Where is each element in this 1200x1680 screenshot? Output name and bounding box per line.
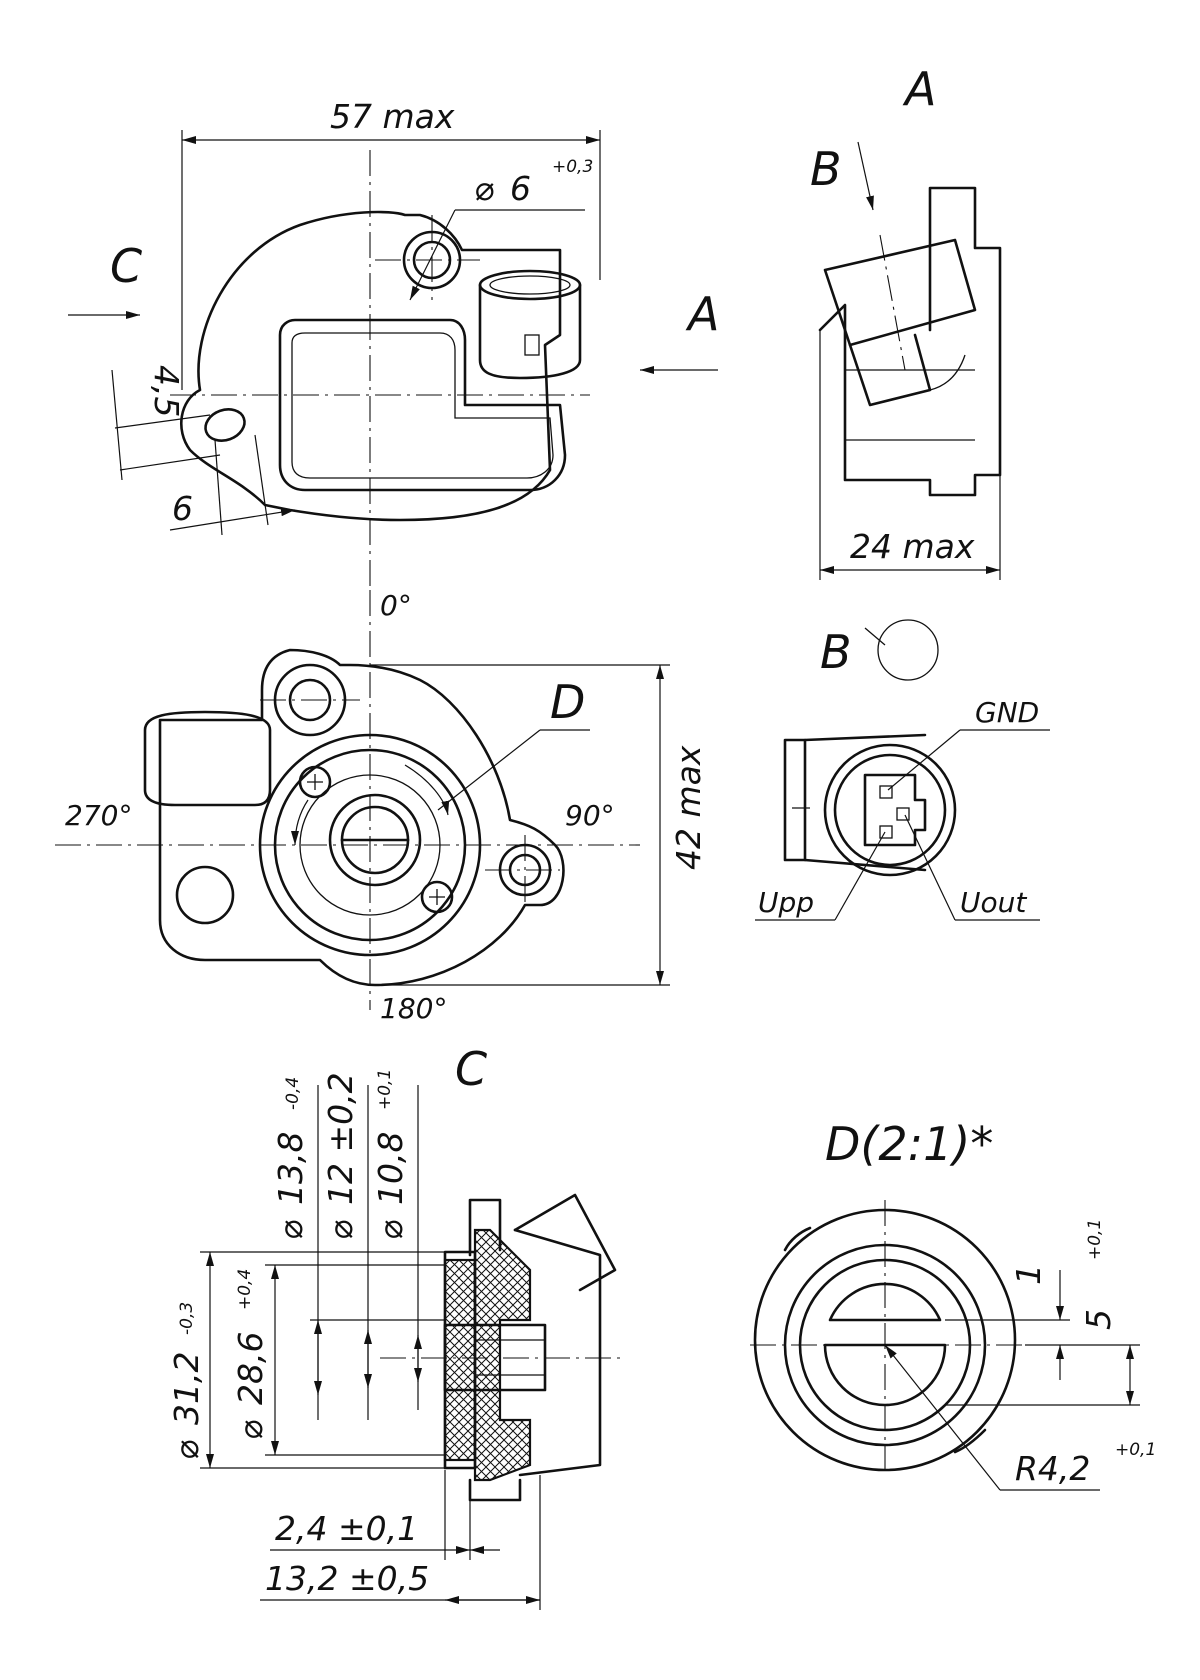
angle-270: 270° xyxy=(65,799,132,832)
detail-shaft-upper xyxy=(828,1282,942,1322)
dim-r4-2-tol: +0,1 xyxy=(1115,1440,1156,1460)
dim-d28-6: 28,6 xyxy=(231,1332,270,1405)
dim-d10-8-tol: +0,1 xyxy=(375,1069,395,1110)
front-connector-stub xyxy=(143,710,272,807)
top-body-outline xyxy=(180,210,562,522)
view-b-flange xyxy=(783,738,807,862)
dim-d28-6-symbol: ⌀ xyxy=(231,1420,270,1440)
front-body-outline xyxy=(158,648,565,987)
dim-diameter-symbol-6: ⌀ xyxy=(474,169,494,208)
dim-d10-8: 10,8 xyxy=(371,1132,410,1205)
dim-d12: 12 ±0,2 xyxy=(321,1072,360,1205)
connector-ring-top xyxy=(478,269,582,301)
connector-ring-inner xyxy=(489,275,571,295)
view-a-title: A xyxy=(902,62,936,116)
front-view: D 0° 90° 180° 270° 42 max xyxy=(55,589,708,1025)
dim-57-max: 57 max xyxy=(330,97,455,136)
detail-d: D(2:1)* 1 5 +0,1 R4,2 +0,1 xyxy=(750,1117,1156,1491)
view-b-connector-inner xyxy=(833,753,947,867)
dim-24-max: 24 max xyxy=(850,527,975,566)
dim-d31-2: 31,2 xyxy=(167,1352,206,1425)
section-c: C ⌀ 13,8 -0,4 ⌀ 12 ±0,2 ⌀ 10,8 +0,1 ⌀ xyxy=(167,1042,620,1610)
dim-slot-6: 6 xyxy=(172,489,193,528)
view-a-label-b: B xyxy=(810,142,842,196)
angle-0: 0° xyxy=(380,589,412,622)
section-hatch-flange xyxy=(443,1258,477,1462)
dim-detail-1: 1 xyxy=(1009,1264,1048,1285)
pin-label-uout: Uout xyxy=(960,886,1027,919)
top-view: 57 max ⌀ 6 +0,3 4,5 6 C A xyxy=(68,97,719,590)
dim-r4-2: R4,2 xyxy=(1015,1449,1090,1488)
dim-hole-6-tol: +0,3 xyxy=(552,157,593,177)
section-outer-body xyxy=(513,1228,602,1477)
view-label-a: A xyxy=(685,287,719,341)
dim-d13-8-tol: -0,4 xyxy=(283,1077,303,1110)
connector-latch xyxy=(524,334,540,356)
side-connector-neck xyxy=(848,333,932,407)
detail-label-d: D xyxy=(550,675,585,729)
dim-hole-6: 6 xyxy=(510,169,531,208)
dim-d31-2-tol: -0,3 xyxy=(177,1302,197,1335)
side-view-a: A B 24 max xyxy=(810,62,1002,580)
view-b: B GND Upp Uout xyxy=(755,619,1050,921)
pin-label-upp: Upp xyxy=(758,886,814,919)
section-connector xyxy=(513,1193,617,1292)
view-b-body xyxy=(803,733,927,872)
mount-slot xyxy=(204,408,246,442)
section-top-tab xyxy=(468,1198,502,1257)
pin-label-gnd: GND xyxy=(975,696,1039,729)
rotated-view-icon xyxy=(877,619,939,681)
screw-icon-upper xyxy=(298,765,332,799)
dim-42-max: 42 max xyxy=(669,745,708,870)
angle-180: 180° xyxy=(380,992,447,1025)
dim-detail-5-tol: +0,1 xyxy=(1085,1219,1105,1260)
section-c-title: C xyxy=(455,1042,487,1096)
detail-d-title: D(2:1)* xyxy=(825,1117,993,1171)
pin-upp xyxy=(879,825,893,839)
front-shaft-outer xyxy=(328,793,422,887)
dim-slot-4-5: 4,5 xyxy=(147,365,186,417)
angle-90: 90° xyxy=(565,799,615,832)
front-mount-hole-left xyxy=(175,865,235,925)
side-body-outline xyxy=(818,186,1002,497)
pin-gnd xyxy=(879,785,893,799)
detail-shaft-lower xyxy=(823,1343,947,1407)
dim-detail-5: 5 xyxy=(1079,1309,1118,1330)
dim-d12-symbol: ⌀ xyxy=(321,1220,360,1240)
dim-len-2-4: 2,4 ±0,1 xyxy=(275,1509,418,1548)
dim-d31-2-symbol: ⌀ xyxy=(167,1440,206,1460)
pin-uout xyxy=(896,807,910,821)
top-cavity xyxy=(278,318,567,492)
section-hatch-body xyxy=(473,1228,532,1482)
side-connector xyxy=(823,238,977,347)
connector-body-top xyxy=(478,283,582,380)
view-label-c: C xyxy=(110,239,142,293)
view-b-title: B xyxy=(820,625,852,679)
dim-d28-6-tol: +0,4 xyxy=(235,1269,255,1310)
front-hole-top xyxy=(288,678,332,722)
view-b-connector-outer xyxy=(823,743,957,877)
dim-d13-8: 13,8 xyxy=(271,1132,310,1205)
view-b-socket xyxy=(863,773,927,847)
dim-len-13-2: 13,2 ±0,5 xyxy=(265,1559,429,1598)
top-cavity-inner xyxy=(291,332,554,479)
dim-d13-8-symbol: ⌀ xyxy=(271,1220,310,1240)
dim-d10-8-symbol: ⌀ xyxy=(371,1220,410,1240)
screw-icon-lower xyxy=(420,880,454,914)
